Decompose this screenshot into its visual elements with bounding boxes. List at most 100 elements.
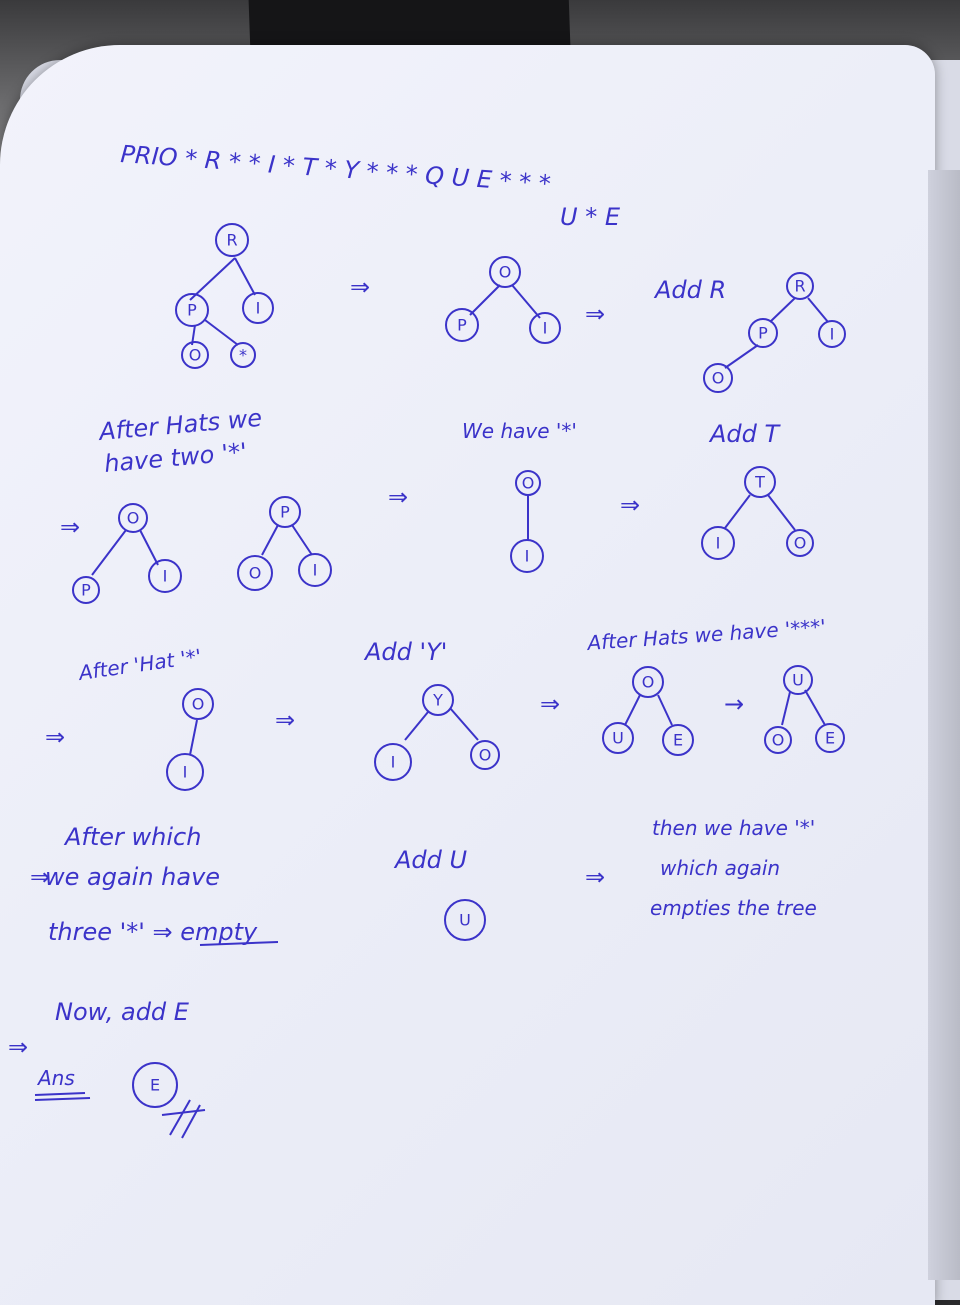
row4-note1-a: After which <box>63 823 201 851</box>
underline <box>34 1097 91 1101</box>
arrow-icon: ⇒ <box>8 1033 28 1061</box>
row3-tree1: O I <box>166 688 214 791</box>
tree-node: O <box>703 363 733 393</box>
tree-node: I <box>701 526 735 560</box>
svg-text:I: I <box>525 547 530 566</box>
svg-text:R: R <box>226 231 237 250</box>
row3-tree4: U O E <box>764 665 845 754</box>
arrow-icon: ⇒ <box>350 273 370 301</box>
row3-note2: Add 'Y' <box>363 638 447 666</box>
svg-text:U: U <box>459 911 471 930</box>
svg-text:O: O <box>772 731 785 750</box>
tree-node: O <box>515 470 541 496</box>
tree-node: I <box>166 753 204 791</box>
tree-node: I <box>510 539 544 573</box>
arrow-icon: ⇒ <box>620 491 640 519</box>
arrow-icon: ⇒ <box>585 863 605 891</box>
tree-node: U <box>444 899 486 941</box>
row3-note1: After 'Hat '*' <box>75 644 203 685</box>
arrow-icon: ⇒ <box>540 690 560 718</box>
svg-text:I: I <box>183 763 188 782</box>
svg-text:P: P <box>457 316 467 335</box>
tree-node: E <box>815 723 845 753</box>
tree-node: * <box>230 342 256 368</box>
row4-note3-c: empties the tree <box>650 896 817 920</box>
tree-node: U <box>783 665 813 695</box>
tree-node: T <box>744 466 776 498</box>
svg-text:U: U <box>792 671 804 690</box>
svg-text:O: O <box>249 564 262 583</box>
svg-text:O: O <box>192 695 205 714</box>
svg-text:E: E <box>150 1076 160 1095</box>
answer-label: Ans <box>36 1066 75 1090</box>
svg-text:I: I <box>716 534 721 553</box>
svg-text:O: O <box>479 746 492 765</box>
tree-node: I <box>529 312 561 344</box>
svg-text:I: I <box>256 299 261 318</box>
row4-note1-c: three '*' ⇒ empty <box>48 918 258 946</box>
svg-text:O: O <box>522 474 535 493</box>
tree-node: E <box>662 724 694 756</box>
header-line-1: PRIO * R * * I * T * Y * * * Q U E * * * <box>120 140 552 198</box>
svg-text:P: P <box>280 503 290 522</box>
tree-node: O <box>237 555 273 591</box>
svg-text:O: O <box>127 509 140 528</box>
row1-tree1: R P I O * <box>175 223 274 369</box>
tree-node: O <box>632 666 664 698</box>
notebook-page <box>0 45 935 1305</box>
arrow-icon: ⇒ <box>388 483 408 511</box>
hash-mark-icon <box>161 1099 206 1139</box>
row4-note1-b: we again have <box>45 863 220 891</box>
row2-tree2: P O I <box>237 496 332 591</box>
tree-node: P <box>72 576 100 604</box>
row4-note3-a: then we have '*' <box>652 816 815 840</box>
svg-text:O: O <box>499 263 512 282</box>
arrow-icon: → <box>724 690 744 718</box>
underline <box>34 1092 86 1096</box>
svg-text:P: P <box>758 324 768 343</box>
svg-text:Y: Y <box>432 691 443 710</box>
tree-node: O <box>181 341 209 369</box>
svg-text:O: O <box>642 673 655 692</box>
svg-text:I: I <box>313 561 318 580</box>
tree-node: P <box>269 496 301 528</box>
svg-text:O: O <box>189 346 202 365</box>
tree-node: O <box>764 726 792 754</box>
svg-text:E: E <box>673 731 683 750</box>
svg-text:R: R <box>794 277 805 296</box>
arrow-icon: ⇒ <box>60 513 80 541</box>
header-line-2: U * E <box>560 203 621 231</box>
svg-text:O: O <box>712 369 725 388</box>
tree-node: I <box>818 320 846 348</box>
svg-text:P: P <box>81 581 91 600</box>
tree-node: I <box>298 553 332 587</box>
notebook-page-edge <box>928 170 960 1280</box>
tree-node: O <box>470 740 500 770</box>
svg-text:E: E <box>825 729 835 748</box>
tree-node: Y <box>422 684 454 716</box>
svg-text:T: T <box>754 473 765 492</box>
arrow-icon: ⇒ <box>45 723 65 751</box>
row3-tree3: O U E <box>602 666 694 756</box>
tree-node: O <box>182 688 214 720</box>
row2-note2: We have '*' <box>462 419 577 443</box>
tree-node: R <box>786 272 814 300</box>
underline <box>199 941 279 946</box>
row5-note: Now, add E <box>55 998 190 1026</box>
svg-text:I: I <box>543 319 548 338</box>
row1-tree3: R P I O <box>703 272 846 393</box>
arrow-icon: ⇒ <box>30 863 50 891</box>
svg-text:I: I <box>391 753 396 772</box>
svg-text:*: * <box>239 346 247 365</box>
tree-node: O <box>786 529 814 557</box>
tree-node: P <box>748 318 778 348</box>
row1-tree2: O P I <box>445 256 561 344</box>
tree-node: U <box>602 722 634 754</box>
row3-note3: After Hats we have '***' <box>585 614 827 655</box>
row2-tree4: T I O <box>701 466 814 560</box>
row2-tree3: O I <box>510 470 544 573</box>
tree-node: I <box>148 559 182 593</box>
tree-node: P <box>445 308 479 342</box>
tree-node: P <box>175 293 209 327</box>
tree-node: O <box>118 503 148 533</box>
